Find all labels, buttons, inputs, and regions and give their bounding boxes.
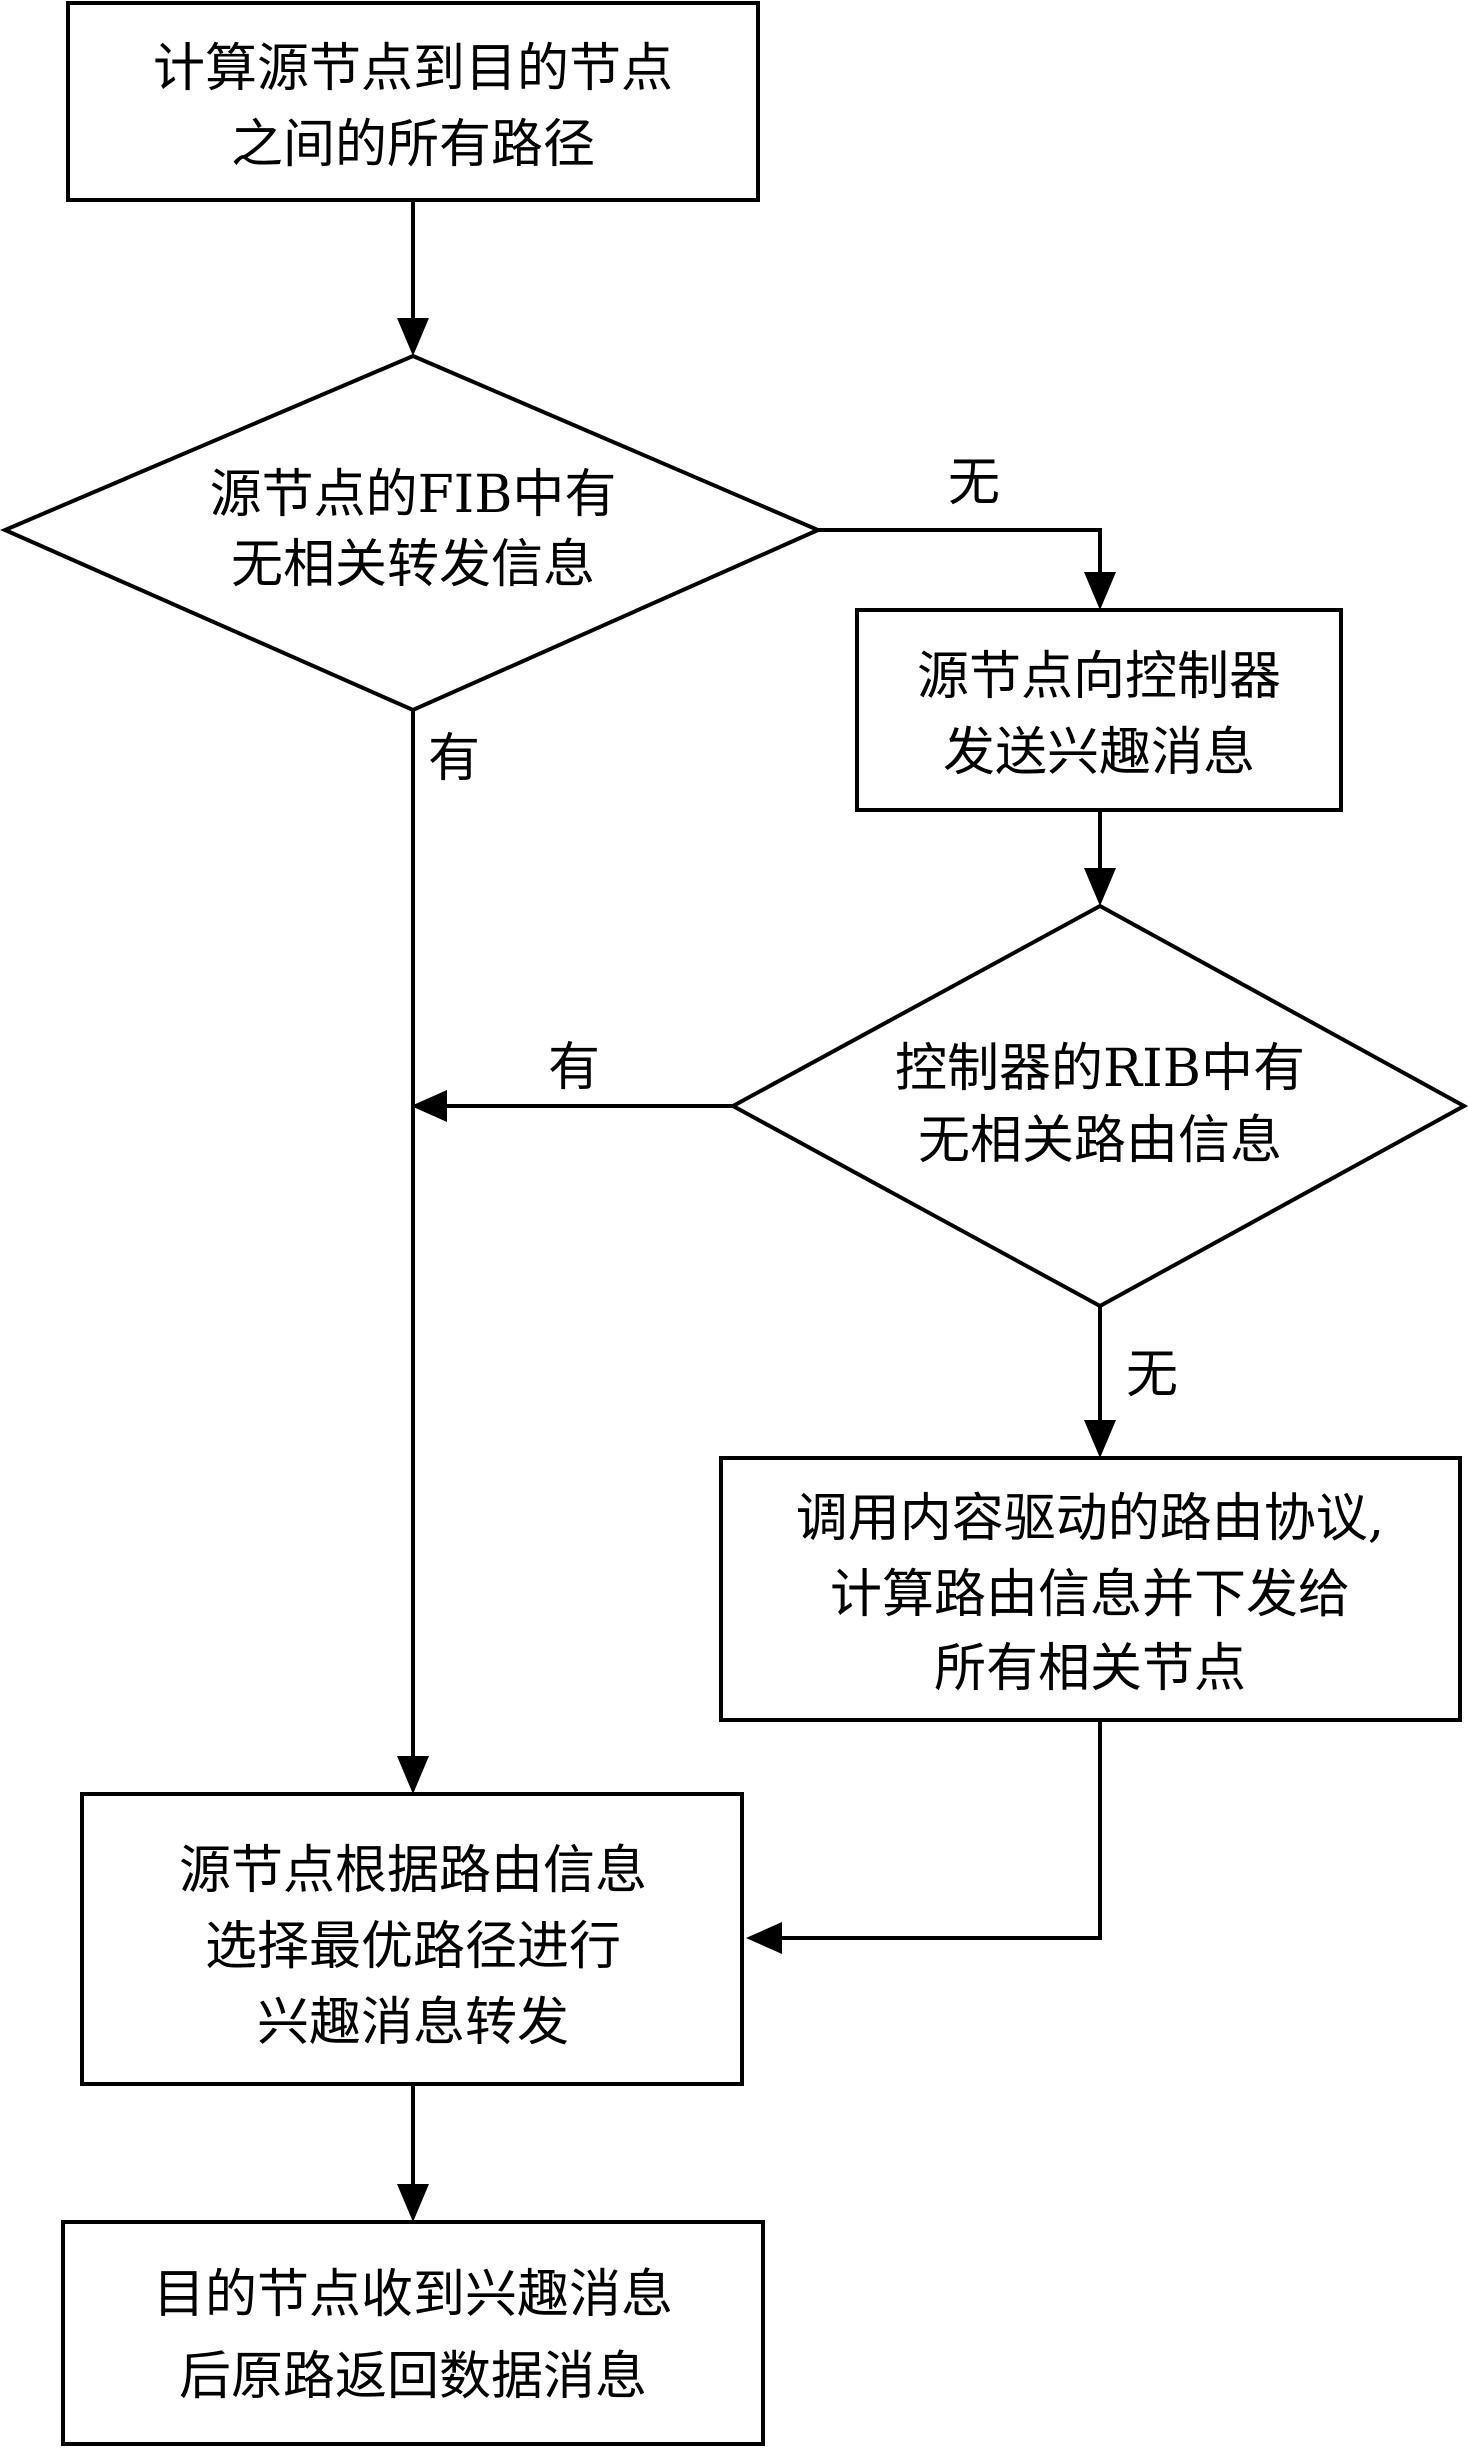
arrowhead-to-select-main <box>397 1756 429 1794</box>
node-send-interest-line-1: 源节点向控制器 <box>917 647 1281 707</box>
edge-label-fib-yes: 有 <box>428 729 480 789</box>
edge-label-rib-no: 无 <box>1126 1345 1178 1405</box>
connectors <box>411 200 1102 2184</box>
arrowheads <box>397 318 1116 2222</box>
node-select-path-line-1: 源节点根据路由信息 <box>179 1841 647 1901</box>
node-select-path-line-3: 兴趣消息转发 <box>257 1993 569 2053</box>
node-compute-paths-line-2: 之间的所有路径 <box>231 115 595 175</box>
node-fib-check-line-1: 源节点的FIB中有 <box>210 465 617 525</box>
node-compute-paths-line-1: 计算源节点到目的节点 <box>153 39 673 99</box>
node-return-data-line-1: 目的节点收到兴趣消息 <box>153 2265 673 2325</box>
node-routing-protocol-line-2: 计算路由信息并下发给 <box>830 1565 1350 1625</box>
node-fib-check-line-2: 无相关转发信息 <box>231 535 595 595</box>
node-routing-protocol-line-3: 所有相关节点 <box>934 1639 1246 1699</box>
node-rib-check-line-2: 无相关路由信息 <box>918 1111 1282 1171</box>
arrowhead-to-fib <box>397 318 429 356</box>
node-return-data: 目的节点收到兴趣消息 后原路返回数据消息 <box>61 2220 765 2446</box>
edge-protocol-to-select <box>780 1720 1102 1940</box>
node-select-path: 源节点根据路由信息 选择最优路径进行 兴趣消息转发 <box>80 1792 744 2086</box>
node-compute-paths: 计算源节点到目的节点 之间的所有路径 <box>66 1 760 202</box>
edge-label-fib-no: 无 <box>948 453 1000 513</box>
edge-fib-no-to-send <box>818 528 1102 582</box>
node-return-data-line-2: 后原路返回数据消息 <box>179 2347 647 2407</box>
edge-label-rib-yes: 有 <box>548 1038 600 1098</box>
node-rib-check: 控制器的RIB中有 无相关路由信息 <box>728 903 1469 1309</box>
arrowhead-to-rib <box>1084 868 1116 906</box>
node-rib-check-line-1: 控制器的RIB中有 <box>895 1039 1305 1099</box>
node-send-interest: 源节点向控制器 发送兴趣消息 <box>855 608 1343 812</box>
node-routing-protocol: 调用内容驱动的路由协议, 计算路由信息并下发给 所有相关节点 <box>719 1456 1462 1722</box>
arrowhead-to-protocol <box>1084 1420 1116 1458</box>
node-fib-check: 源节点的FIB中有 无相关转发信息 <box>0 353 823 713</box>
arrowhead-rib-yes <box>411 1090 447 1122</box>
node-routing-protocol-line-1: 调用内容驱动的路由协议, <box>796 1489 1385 1549</box>
node-send-interest-line-2: 发送兴趣消息 <box>943 723 1255 783</box>
edge-labels: 无 有 有 无 <box>428 453 1178 1405</box>
node-select-path-line-2: 选择最优路径进行 <box>205 1917 621 1977</box>
arrowhead-to-return <box>397 2184 429 2222</box>
arrowhead-to-send <box>1084 572 1116 610</box>
arrowhead-to-select-side <box>746 1922 782 1954</box>
